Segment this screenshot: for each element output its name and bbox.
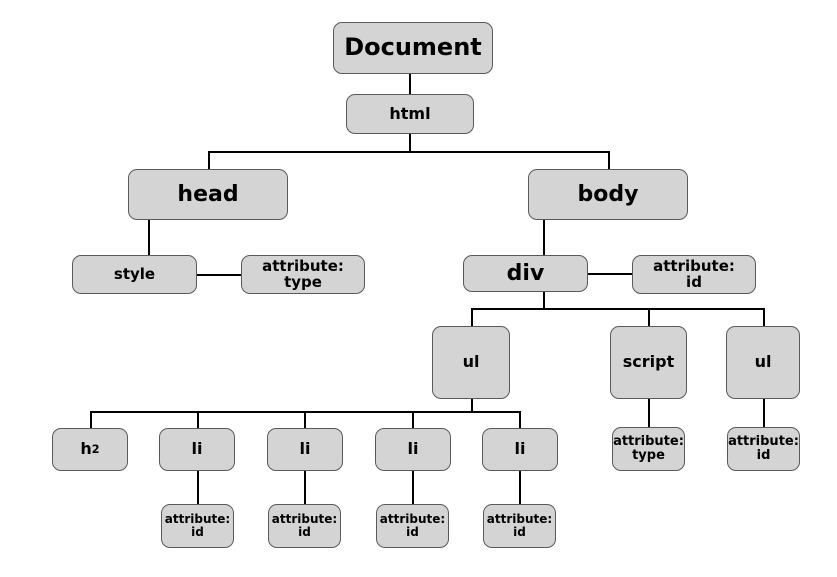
- connector: [208, 151, 609, 153]
- connector: [471, 399, 473, 412]
- connector: [608, 151, 610, 169]
- connector: [543, 220, 545, 255]
- connector: [763, 308, 765, 326]
- connector: [471, 308, 473, 326]
- connector: [409, 74, 411, 94]
- connector: [197, 411, 199, 428]
- connector: [412, 471, 414, 504]
- connector: [588, 273, 632, 275]
- node-script-attribute: attribute: type: [612, 427, 685, 471]
- node-li: li: [267, 428, 343, 471]
- node-li-attribute: attribute: id: [161, 504, 234, 548]
- node-document: Document: [333, 22, 493, 74]
- connector: [197, 471, 199, 504]
- node-li-attribute: attribute: id: [483, 504, 556, 548]
- node-li: li: [159, 428, 235, 471]
- node-style: style: [72, 255, 197, 294]
- connector: [543, 292, 545, 309]
- connector: [197, 274, 241, 276]
- h2-subscript: 2: [91, 442, 100, 456]
- node-li: li: [375, 428, 451, 471]
- h2-label: h: [80, 439, 92, 459]
- node-div: div: [463, 255, 588, 292]
- node-ul: ul: [726, 326, 800, 399]
- node-ul-attribute: attribute: id: [727, 427, 800, 471]
- connector: [409, 134, 411, 152]
- node-li-attribute: attribute: id: [268, 504, 341, 548]
- connector: [519, 411, 521, 428]
- node-script: script: [610, 326, 687, 399]
- connector: [519, 471, 521, 504]
- connector: [304, 411, 306, 428]
- node-html: html: [346, 94, 474, 134]
- node-li-attribute: attribute: id: [376, 504, 449, 548]
- connector: [304, 471, 306, 504]
- connector: [90, 411, 92, 428]
- connector: [471, 308, 764, 310]
- connector: [648, 399, 650, 427]
- node-head: head: [128, 169, 288, 220]
- node-body: body: [528, 169, 688, 220]
- node-style-attribute: attribute: type: [241, 255, 365, 294]
- connector: [148, 220, 150, 255]
- connector: [208, 151, 210, 169]
- connector: [763, 399, 765, 427]
- connector: [648, 308, 650, 326]
- node-li: li: [482, 428, 558, 471]
- node-ul: ul: [432, 326, 510, 399]
- node-div-attribute: attribute: id: [632, 255, 756, 294]
- connector: [412, 411, 414, 428]
